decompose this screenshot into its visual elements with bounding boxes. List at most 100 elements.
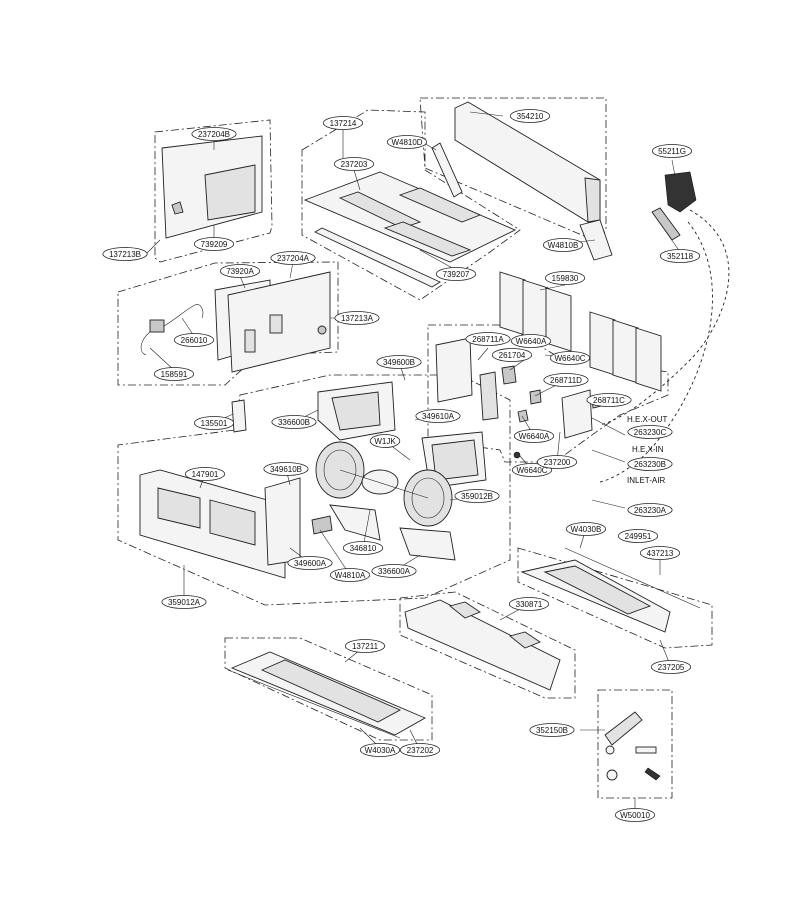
part-number-text: 359012B: [461, 492, 493, 501]
part-number-text: 158591: [161, 370, 188, 379]
part-label-bubble: [614, 808, 656, 822]
filter-right-1: [589, 311, 616, 376]
pin: [635, 746, 657, 754]
part-label: W1JK: [369, 434, 401, 448]
group-blower: [117, 374, 511, 606]
group-top-center-panel: [301, 109, 521, 301]
part-label: W4810D: [386, 135, 428, 149]
part-number-text: 237205: [658, 663, 685, 672]
part-label: 336600B: [271, 415, 317, 429]
part-label: 352118: [659, 249, 701, 263]
part-label-bubble: [415, 409, 461, 423]
part-label-bubble: [454, 489, 500, 503]
part-number-text: W1JK: [374, 437, 396, 446]
part-number-text: W6640A: [519, 432, 550, 441]
part-number-text: 349610B: [270, 465, 302, 474]
part-number-text: 135501: [201, 419, 228, 428]
part-label: 261704: [491, 348, 533, 362]
part-label-bubble: [617, 529, 659, 543]
part-label: 237204B: [191, 127, 237, 141]
sensor-assembly: [664, 171, 697, 213]
part-label: 349600A: [287, 556, 333, 570]
part-label: W4810B: [542, 238, 584, 252]
part-label-bubble: [193, 237, 235, 251]
part-number-text: W4810D: [391, 138, 422, 147]
cable-158591: [140, 331, 151, 356]
screw: [644, 767, 661, 781]
washer: [605, 745, 615, 755]
part-label: 237203: [333, 157, 375, 171]
part-label-bubble: [513, 429, 555, 443]
part-label-bubble: [543, 373, 589, 387]
blower-wheel-left-rim: [323, 449, 357, 491]
part-label-bubble: [153, 367, 195, 381]
back-panel-b-clip: [171, 201, 184, 215]
part-label-bubble: [329, 568, 371, 582]
part-label-bubble: [102, 247, 148, 261]
part-label: 137213A: [334, 311, 380, 325]
part-label: 159830: [544, 271, 586, 285]
part-number-text: W50010: [620, 811, 650, 820]
part-label: 137213B: [102, 247, 148, 261]
part-label-bubble: [659, 249, 701, 263]
bottom-tray-strip: [227, 669, 401, 739]
control-panel-window-1: [269, 314, 283, 334]
part-number-text: 352118: [667, 252, 694, 261]
part-label-bubble: [639, 546, 681, 560]
part-label: 268711C: [586, 393, 632, 407]
part-label-bubble: [161, 595, 207, 609]
part-number-text: 237204B: [198, 130, 230, 139]
part-label-bubble: [651, 144, 693, 158]
part-label-bubble: [435, 267, 477, 281]
part-label-bubble: [565, 522, 607, 536]
part-label-bubble: [465, 332, 511, 346]
part-number-text: 352150B: [536, 726, 568, 735]
part-label: 349610B: [263, 462, 309, 476]
part-number-text: 237204A: [277, 254, 310, 263]
sensor-clip: [651, 207, 681, 241]
part-label-bubble: [322, 116, 364, 130]
part-label-bubble: [509, 109, 551, 123]
right-tray-strip: [564, 547, 701, 609]
part-number-text: 147901: [192, 470, 219, 479]
part-labels: 237204B137213B739209137214W4810D35421023…: [102, 109, 701, 822]
annotation-inlet-air: INLET-AIR: [627, 476, 665, 485]
part-label: 739209: [193, 237, 235, 251]
part-label-bubble: [549, 351, 591, 365]
part-label-bubble: [542, 238, 584, 252]
part-number-text: 237202: [407, 746, 434, 755]
group-hardware-kit: [597, 689, 673, 799]
top-panel-rib-1: [338, 191, 422, 229]
part-label: 237200: [536, 455, 578, 469]
part-drawings: [139, 101, 730, 781]
part-label-bubble: [270, 251, 316, 265]
part-label: 263230B: [627, 457, 673, 471]
part-label-bubble: [511, 463, 553, 477]
part-number-text: 137211: [352, 642, 379, 651]
part-label-bubble: [263, 462, 309, 476]
bottom-tray-inner: [260, 659, 402, 723]
part-label-bubble: [544, 271, 586, 285]
wire-263230c: [591, 417, 626, 436]
part-number-text: W6640C: [516, 466, 547, 475]
control-board: [435, 337, 473, 403]
annotation-hex-out: H.E.X-OUT: [627, 415, 668, 424]
blower-motor: [361, 469, 399, 495]
part-number-text: W6640A: [516, 337, 547, 346]
part-label: 237205: [650, 660, 692, 674]
part-label-bubble: [344, 639, 386, 653]
part-label-bubble: [586, 393, 632, 407]
part-label: W4030B: [565, 522, 607, 536]
center-tray: [404, 599, 561, 691]
part-label-bubble: [333, 157, 375, 171]
part-number-text: 437213: [647, 549, 674, 558]
part-label-bubble: [193, 416, 235, 430]
part-label: 263230C: [627, 425, 673, 439]
part-number-text: W4030B: [571, 525, 602, 534]
top-panel-rib-2: [383, 221, 472, 257]
part-label: 266010: [173, 333, 215, 347]
part-number-text: 137213B: [109, 250, 141, 259]
part-label: 137211: [344, 639, 386, 653]
strip-w4810d: [431, 142, 463, 198]
part-label: 158591: [153, 367, 195, 381]
